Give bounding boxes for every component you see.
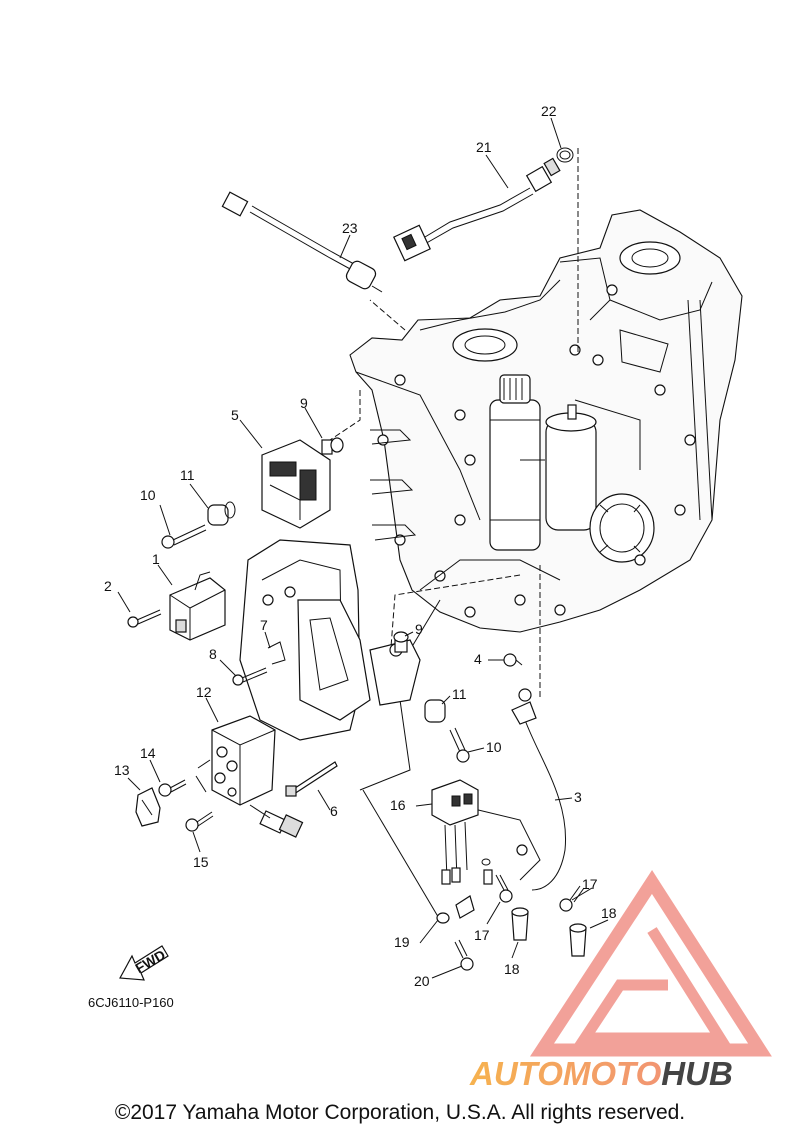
callout-8: 8 <box>209 646 217 662</box>
callout-10-lower: 10 <box>486 739 502 755</box>
callout-7: 7 <box>260 617 268 633</box>
fwd-arrow: FWD <box>119 945 169 981</box>
fasteners <box>127 437 585 971</box>
callout-20: 20 <box>414 973 430 989</box>
part-3-lead <box>511 688 567 891</box>
callout-18-left: 18 <box>504 961 520 977</box>
callout-22: 22 <box>541 103 557 119</box>
part-21-sensor <box>393 157 561 262</box>
part-18-caps <box>511 907 587 957</box>
logo-triangle-mark <box>529 870 772 1057</box>
part-1-relay <box>169 571 226 641</box>
callout-18-right: 18 <box>601 905 617 921</box>
callout-5: 5 <box>231 407 239 423</box>
parts-diagram: FWD 1 2 3 4 5 6 <box>88 103 772 1092</box>
main-bracket <box>239 539 421 741</box>
callout-6: 6 <box>330 803 338 819</box>
callout-leaders <box>117 117 609 979</box>
part-code: 6CJ6110-P160 <box>88 995 174 1010</box>
callout-4: 4 <box>474 651 482 667</box>
callout-10-upper: 10 <box>140 487 156 503</box>
callout-13: 13 <box>114 762 130 778</box>
callout-23: 23 <box>342 220 358 236</box>
part-12-relay-unit <box>195 715 304 838</box>
engine-block <box>349 209 743 633</box>
copyright-notice: ©2017 Yamaha Motor Corporation, U.S.A. A… <box>114 1101 686 1124</box>
part-6-cable-tie <box>285 761 338 797</box>
callout-14: 14 <box>140 745 156 761</box>
callout-21: 21 <box>476 139 492 155</box>
callout-12: 12 <box>196 684 212 700</box>
callout-1: 1 <box>152 551 160 567</box>
callout-15: 15 <box>193 854 209 870</box>
callout-17-left: 17 <box>474 927 490 943</box>
callout-11-upper: 11 <box>180 467 195 483</box>
part-5-rectifier <box>261 439 331 529</box>
callout-17-right: 17 <box>582 876 598 892</box>
callout-9-upper: 9 <box>300 395 308 411</box>
callout-19: 19 <box>394 934 410 950</box>
part-13-boot <box>135 787 161 827</box>
part-23-sensor <box>221 191 383 293</box>
part-22-o-ring <box>556 147 574 163</box>
callout-16: 16 <box>390 797 406 813</box>
automotohub-logo: AUTOMOTOHUB <box>469 870 772 1092</box>
callout-labels: 1 2 3 4 5 6 7 8 9 9 10 10 11 11 12 13 14… <box>104 103 617 989</box>
callout-11-lower: 11 <box>452 686 467 702</box>
callout-2: 2 <box>104 578 112 594</box>
callout-3: 3 <box>574 789 582 805</box>
callout-9-lower: 9 <box>415 621 423 637</box>
logo-wordmark: AUTOMOTOHUB <box>469 1055 733 1092</box>
part-16-connector <box>431 779 493 919</box>
